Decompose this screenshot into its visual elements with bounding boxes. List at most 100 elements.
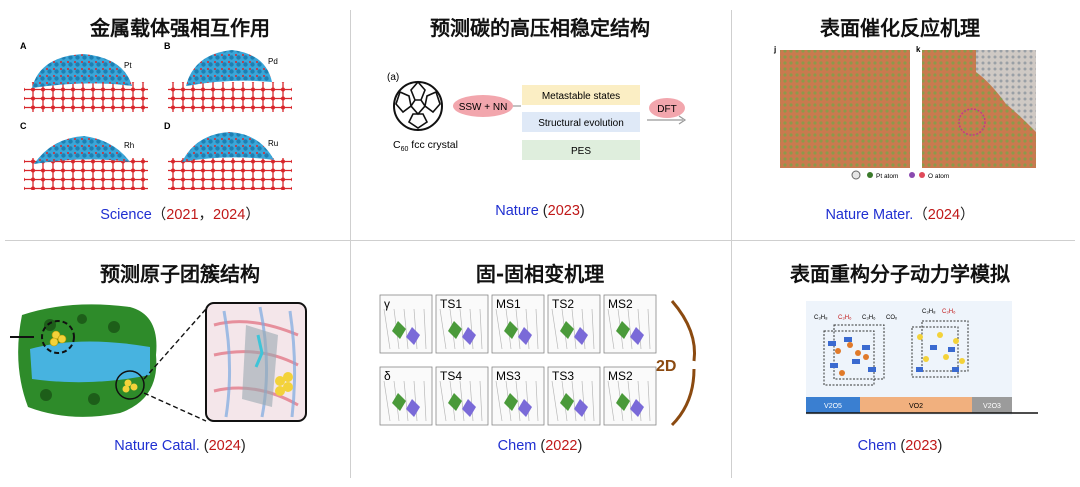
legend-label: Pt atom — [876, 173, 898, 180]
year: 2023 — [905, 438, 938, 454]
panel-title: 预测原子团簇结构 — [100, 262, 260, 286]
citation: Nature Catal. (2024) — [114, 438, 246, 454]
cluster-zeolite-figure — [10, 302, 307, 422]
journal-name: Chem — [497, 438, 537, 454]
phase-label: V2O3 — [983, 403, 1001, 410]
panel-atomic-cluster: 预测原子团簇结构 — [0, 243, 360, 486]
fullerene-icon — [393, 80, 443, 131]
zoom-inset — [205, 302, 307, 422]
atom-legend: Pt atom O atom — [851, 170, 949, 180]
figure-background — [806, 301, 1012, 415]
panel-title: 表面重构分子动力学模拟 — [790, 262, 1010, 286]
zeolite-framework — [18, 304, 157, 417]
metal-label: Rh — [124, 141, 134, 150]
journal-name: Nature — [495, 203, 539, 219]
md-simulation-figure: C₃H₈ C₃H₆ C₃H₆ COₓ C₃H₈ C₃H₆ — [806, 301, 1038, 415]
citation: Chem (2023) — [857, 438, 943, 454]
box-label: Structural evolution — [538, 118, 624, 129]
metal-label: Pt — [124, 61, 132, 70]
year: 2022 — [545, 438, 578, 454]
pathway-tile: MS2 — [603, 294, 657, 354]
phase-label: V2O5 — [824, 403, 842, 410]
crystal-label: C60 fcc crystal — [393, 139, 458, 153]
vo-lattice-1 — [823, 324, 885, 386]
panel-title: 预测碳的高压相稳定结构 — [430, 16, 650, 40]
panel-metal-support-interaction: 金属载体强相互作用 A Pt — [0, 0, 360, 243]
cluster-yellow — [49, 330, 67, 347]
pathway-tile: TS2 — [547, 294, 601, 354]
subfig-letter: C — [20, 121, 27, 131]
svg-text:C₃H₈: C₃H₈ — [922, 309, 936, 315]
panel-title: 表面催化反应机理 — [820, 16, 980, 40]
carbon-workflow-figure: (a) C60 fcc crystal SSW + NN Metastable … — [387, 72, 687, 160]
phase-label: VO2 — [909, 403, 923, 410]
phase-bar: V2O5 VO2 V2O3 — [806, 397, 1038, 414]
journal-name: Science — [100, 207, 152, 223]
pathway-row-1: γ TS1 MS1 TS2 MS2 — [379, 294, 657, 354]
state-label: δ — [384, 369, 391, 383]
state-label: MS3 — [496, 369, 521, 383]
state-label: γ — [384, 297, 390, 311]
citation: Nature Mater.（2024） — [825, 207, 975, 223]
metal-label: Pd — [268, 57, 278, 66]
journal-name: Chem — [857, 438, 897, 454]
journal-name: Nature Catal. — [114, 438, 200, 454]
cluster-yellow — [122, 379, 138, 393]
method-bubble — [453, 95, 513, 117]
pathway-tile: TS3 — [547, 366, 601, 426]
pathway-tile: MS1 — [491, 294, 545, 354]
subfig-letter: A — [20, 41, 27, 51]
svg-text:COₓ: COₓ — [886, 315, 897, 321]
pathway-tile: MS3 — [491, 366, 545, 426]
subfig-d: D Ru — [164, 121, 292, 190]
result-box — [522, 85, 640, 105]
panel-title: 金属载体强相互作用 — [90, 16, 270, 40]
fig-label: (a) — [387, 72, 399, 83]
panel-surface-catalysis: 表面催化反应机理 j k — [720, 0, 1080, 243]
year: 2024 — [213, 207, 246, 223]
subfig-letter: j — [773, 45, 776, 54]
state-label: TS4 — [440, 369, 462, 383]
pathway-tile: TS4 — [435, 366, 489, 426]
vo-lattice-2 — [911, 320, 969, 378]
pathway-row-2: δ TS4 MS3 TS3 MS2 — [379, 366, 657, 426]
divider-vertical-1 — [350, 10, 351, 478]
method-bubble — [649, 98, 685, 118]
subfig-letter: B — [164, 41, 171, 51]
year: 2023 — [547, 203, 580, 219]
subfig-b: B Pd — [164, 41, 292, 112]
result-box — [522, 140, 640, 160]
panel-carbon-high-pressure: 预测碳的高压相稳定结构 (a) C60 fcc crystal SSW + NN… — [360, 0, 720, 243]
result-box — [522, 112, 640, 132]
legend-label: O atom — [928, 173, 949, 180]
panel-title: 固-固相变机理 — [475, 262, 605, 286]
svg-text:C₃H₆: C₃H₆ — [862, 315, 876, 321]
subfig-k: k — [916, 45, 1036, 168]
method-label: DFT — [657, 104, 676, 115]
citation: Chem (2022) — [497, 438, 583, 454]
subfig-c: C Rh — [20, 121, 148, 190]
state-label: MS1 — [496, 297, 521, 311]
citation: Nature (2023) — [495, 203, 585, 219]
subfig-letter: D — [164, 121, 171, 131]
year: 2024 — [927, 207, 961, 223]
subfig-letter: k — [916, 45, 921, 54]
svg-text:C₃H₈: C₃H₈ — [814, 315, 828, 321]
msi-figure: A Pt B Pd C Rh D — [20, 41, 292, 190]
pathway-tile: γ — [379, 294, 433, 354]
divider-vertical-2 — [731, 10, 732, 478]
pathway-tile: TS1 — [435, 294, 489, 354]
year: 2024 — [208, 438, 241, 454]
dimension-label: 2D — [656, 358, 676, 375]
state-label: MS2 — [608, 369, 633, 383]
citation: Science（2021，2024） — [100, 207, 260, 223]
state-label: TS1 — [440, 297, 462, 311]
state-label: MS2 — [608, 297, 633, 311]
metal-label: Ru — [268, 139, 278, 148]
subfig-a: A Pt — [20, 41, 148, 112]
svg-text:C₃H₆: C₃H₆ — [942, 309, 956, 315]
svg-text:C₃H₆: C₃H₆ — [838, 315, 852, 321]
panel-surface-reconstruction-md: 表面重构分子动力学模拟 C₃H₈ C₃H₆ C₃H₆ COₓ C₃H₈ C₃H₆ — [720, 243, 1080, 486]
